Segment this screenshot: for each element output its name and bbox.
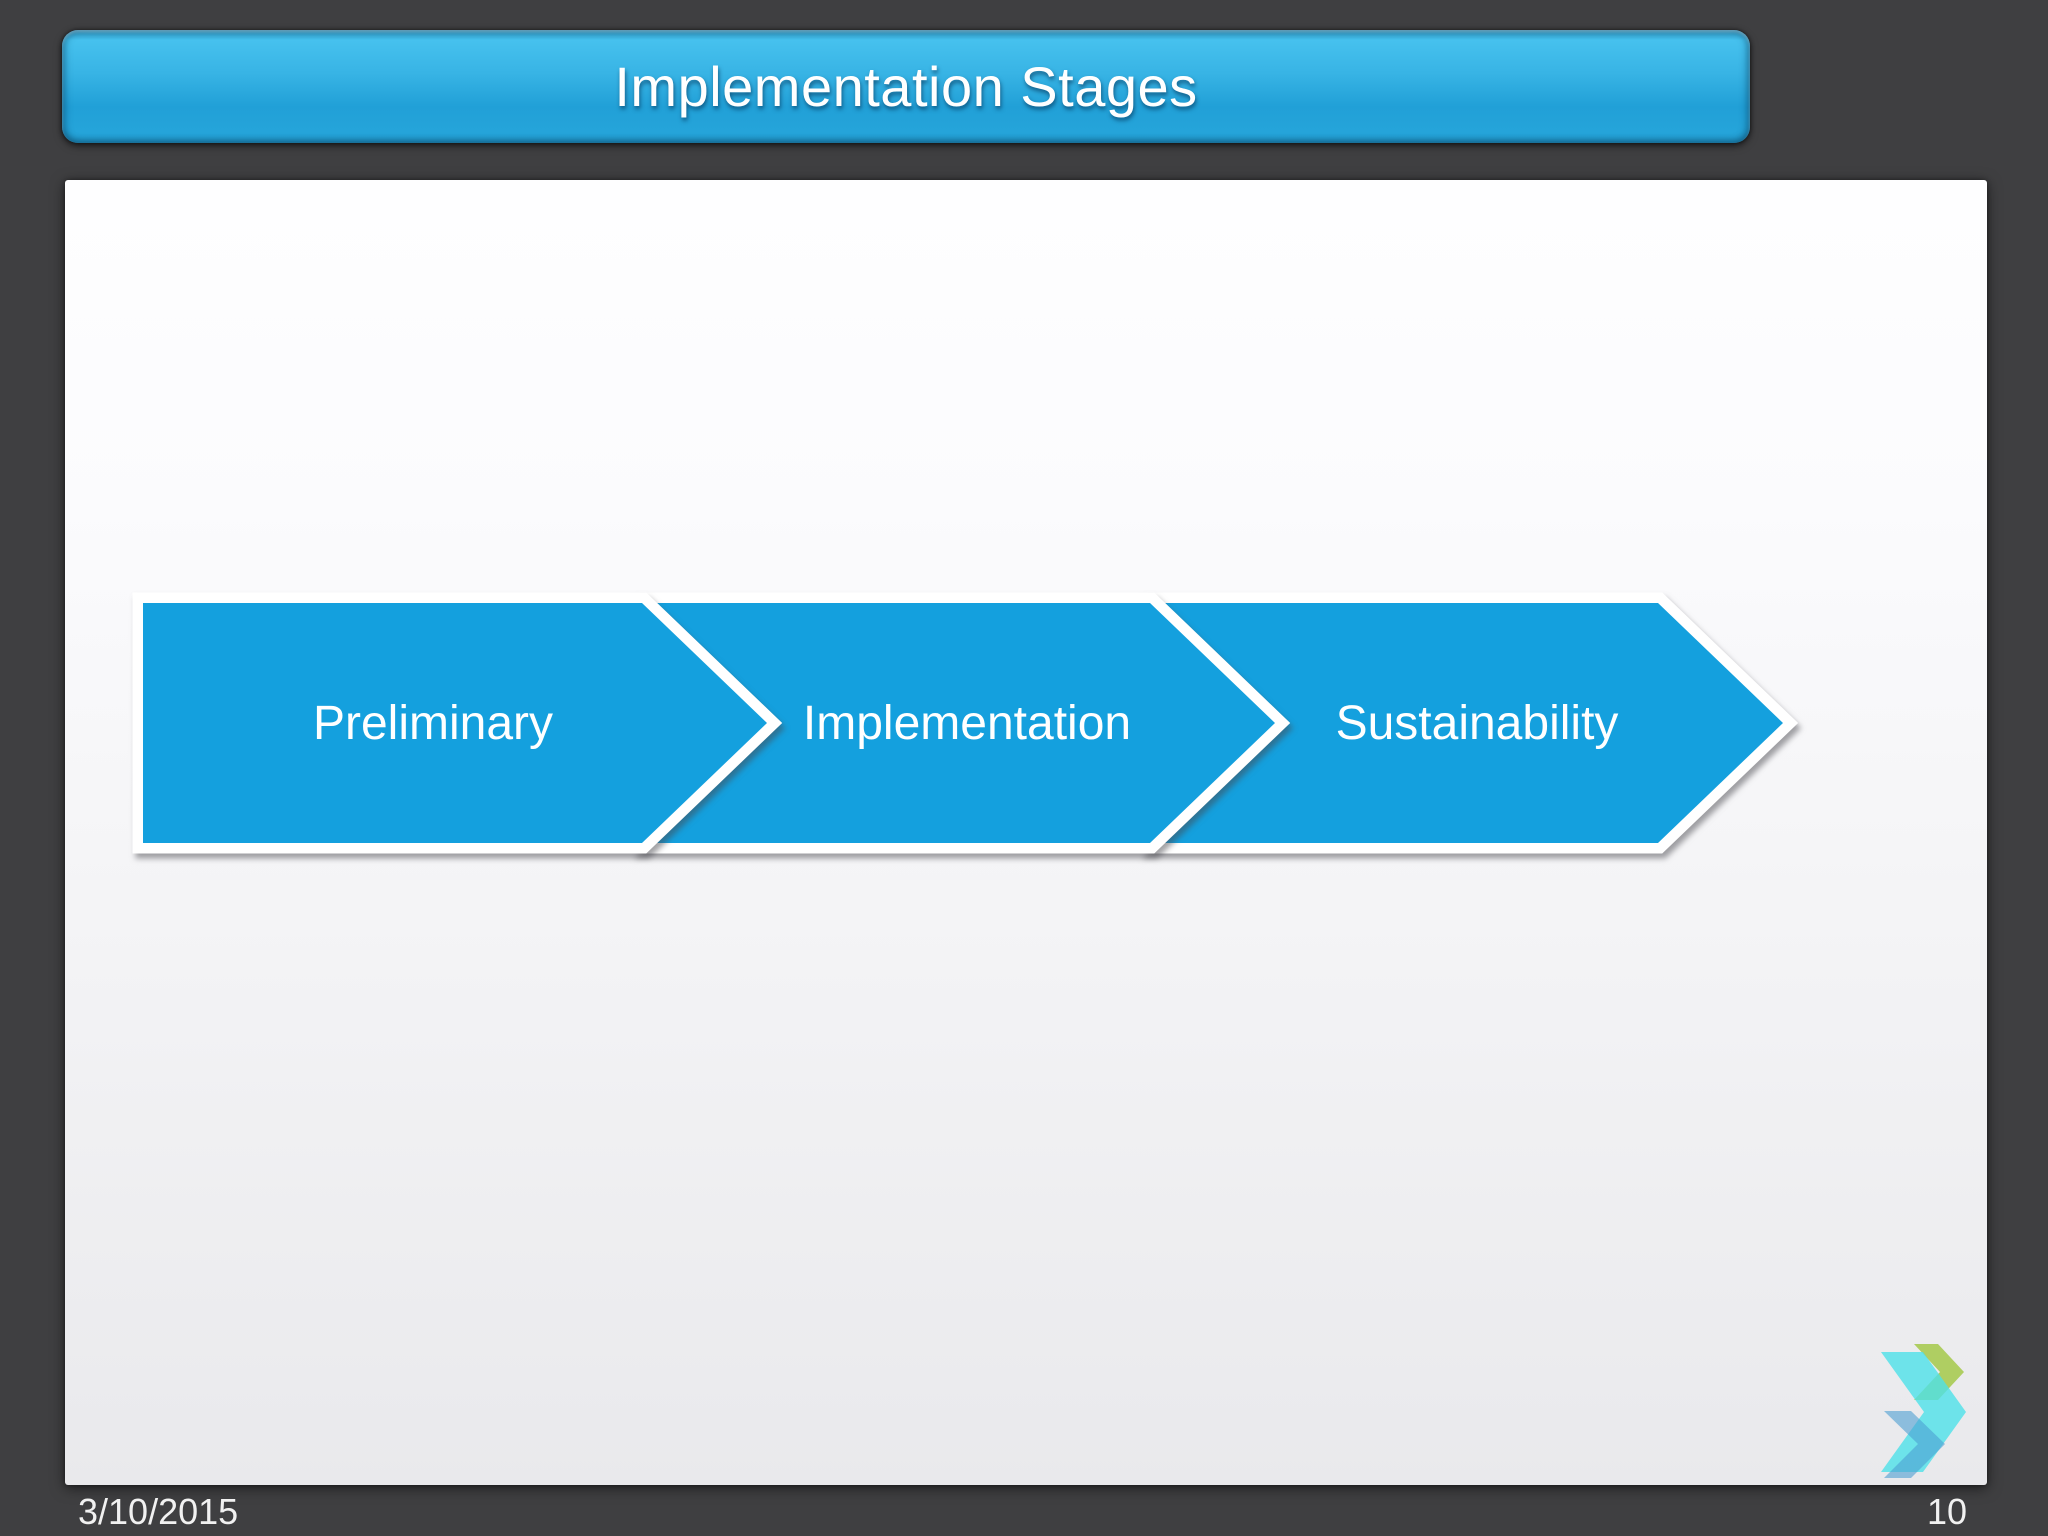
slide-surface bbox=[65, 180, 1987, 1485]
slide-title: Implementation Stages bbox=[614, 55, 1198, 118]
slide-title-banner: Implementation Stages bbox=[62, 30, 1750, 143]
footer-date: 3/10/2015 bbox=[78, 1491, 239, 1532]
footer-page-number: 10 bbox=[1926, 1491, 1967, 1532]
